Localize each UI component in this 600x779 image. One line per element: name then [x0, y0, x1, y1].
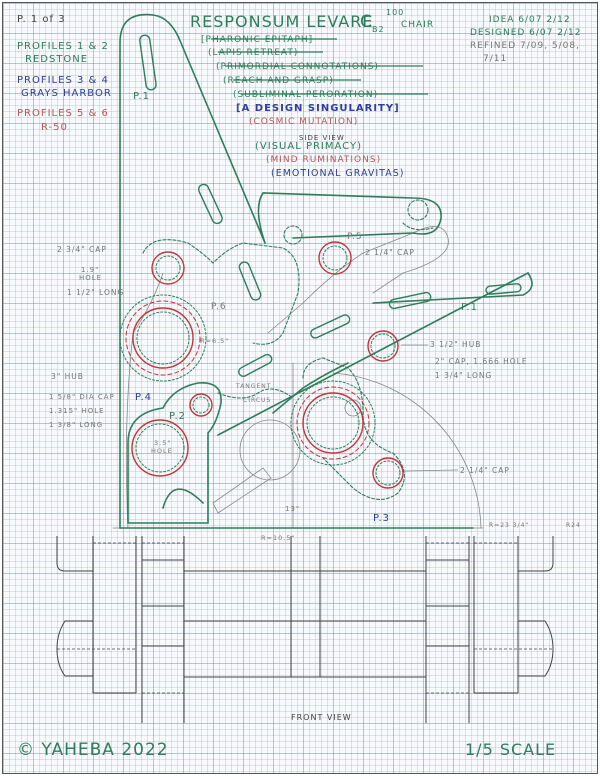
note: 2 3/4" CAP: [57, 245, 107, 254]
dimension-labels: R=6.5" 3.5" HOLE TANGENT CIRCUS 13" R=10…: [151, 337, 581, 542]
part-label-p1: P.1: [133, 91, 150, 102]
note: 1 5/8" DIA CAP: [49, 393, 115, 401]
front-view-label: FRONT VIEW: [291, 713, 352, 722]
copyright: © YAHEBA 2022: [17, 740, 169, 760]
dimension: 3.5": [154, 439, 171, 447]
idea-date: IDEA 6/07 2/12: [489, 15, 571, 25]
page-label: P. 1 of 3: [17, 14, 66, 25]
subtitle-struck: (SUBLIMINAL PERORATION): [233, 90, 378, 100]
dimension: R=6.5": [200, 337, 229, 345]
part-label-p5: P.5: [347, 232, 363, 242]
dimension: TANGENT: [235, 383, 271, 390]
scale-label: 1/5 SCALE: [465, 740, 556, 759]
profiles-5-6-material: R-50: [41, 122, 68, 133]
drawing: P. 1 of 3 PROFILES 1 & 2 REDSTONE PROFIL…: [17, 8, 581, 760]
subtitle: (MIND RUMINATIONS): [266, 155, 381, 165]
dimension: CIRCUS: [243, 397, 271, 404]
dimension: R=23 3/4": [489, 522, 529, 529]
subtitle: (COSMIC MUTATION): [249, 117, 358, 127]
title-suffix: CHAIR: [401, 20, 434, 30]
dimension: 13": [285, 505, 300, 513]
note: 3" HUB: [51, 372, 84, 381]
side-view: [112, 13, 533, 529]
note: 1.9": [81, 266, 99, 274]
part-label-p1-right: P.1: [461, 302, 478, 313]
right-notes: 2 1/4" CAP 3 1/2" HUB 2" CAP, 1.666 HOLE…: [365, 248, 528, 475]
profiles-3-4-material: GRAYS HARBOR: [21, 88, 112, 99]
title-c-mark: C: [360, 12, 373, 32]
note: 1 1/2" LONG: [67, 288, 124, 297]
subtitle: (VISUAL PRIMACY): [255, 141, 362, 152]
subtitle-struck: (LAPIS RETREAT): [208, 48, 298, 58]
refined-date-2: 7/11: [483, 54, 507, 64]
profiles-1-2-material: REDSTONE: [25, 54, 88, 65]
subtitle-struck: (REACH AND GRASP): [223, 76, 334, 86]
title-subscript: B2: [372, 25, 385, 34]
refined-date: REFINED 7/09, 5/08,: [470, 41, 580, 51]
note: 1.315" HOLE: [49, 407, 105, 415]
profiles-5-6: PROFILES 5 & 6: [17, 108, 109, 119]
note: 2 1/4" CAP: [460, 466, 510, 475]
note: HOLE: [79, 274, 102, 282]
front-view: [56, 536, 554, 723]
title-superscript: 100: [386, 8, 404, 17]
subtitle: [A DESIGN SINGULARITY]: [236, 103, 400, 114]
note: 1 3/4" LONG: [435, 371, 492, 380]
note: 2" CAP, 1.666 HOLE: [435, 357, 528, 366]
subtitle-list: [PHARONIC EPITAPH] (LAPIS RETREAT) (PRIM…: [201, 35, 428, 179]
part-label-p3: P.3: [373, 513, 390, 524]
note: 2 1/4" CAP: [365, 248, 415, 257]
part-label-p4: P.4: [135, 392, 152, 403]
part-label-p6: P.6: [211, 302, 227, 312]
subtitle-struck: [PHARONIC EPITAPH]: [201, 35, 313, 45]
subtitle: (EMOTIONAL GRAVITAS): [271, 168, 404, 179]
left-notes: 2 3/4" CAP 1.9" HOLE 1 1/2" LONG 3" HUB …: [49, 245, 124, 429]
profiles-3-4: PROFILES 3 & 4: [17, 75, 109, 86]
dimension: HOLE: [151, 447, 173, 455]
side-view-label: SIDE VIEW: [299, 134, 345, 142]
note: 1 3/8" LONG: [49, 421, 103, 429]
subtitle-struck: (PRIMORDIAL CONNOTATIONS): [216, 62, 379, 72]
dimension: R24: [566, 522, 581, 529]
note: 3 1/2" HUB: [430, 340, 481, 349]
dimension: R=10.5": [261, 534, 295, 542]
chair-title: RESPONSUM LEVARE: [190, 12, 373, 31]
designed-date: DESIGNED 6/07 2/12: [470, 28, 581, 38]
part-label-p2: P.2: [169, 411, 186, 422]
profiles-1-2: PROFILES 1 & 2: [17, 41, 109, 52]
